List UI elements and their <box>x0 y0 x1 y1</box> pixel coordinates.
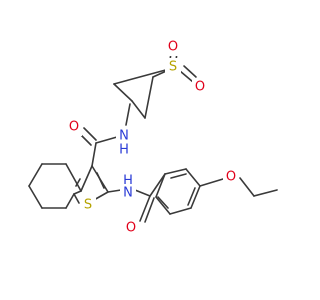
bond <box>91 142 97 167</box>
bond <box>65 193 75 209</box>
sulfone-sulfur-label: S <box>169 60 177 75</box>
ether-oxygen-label: O <box>226 170 236 185</box>
bond <box>139 195 151 222</box>
bond <box>83 127 97 141</box>
bond <box>65 163 82 192</box>
bond <box>73 193 80 204</box>
bond <box>155 173 166 198</box>
bond <box>144 76 154 119</box>
bond <box>96 172 105 189</box>
bond <box>155 196 171 215</box>
bond <box>149 173 166 197</box>
bond <box>199 178 224 187</box>
amine-nitrogen-label: N <box>123 186 133 201</box>
bond <box>239 177 255 197</box>
bond <box>179 70 194 83</box>
bond <box>73 190 82 195</box>
bond <box>113 67 174 85</box>
atom-label-group: S O O O N H H N S O O <box>66 38 239 237</box>
benzamide-oxygen-label: O <box>126 221 136 236</box>
bond <box>187 187 196 206</box>
bond <box>170 173 187 179</box>
bond <box>144 197 155 223</box>
thiophene-sulfur-label: S <box>84 198 92 213</box>
bond <box>134 189 151 197</box>
bond <box>28 163 43 187</box>
bond <box>80 165 93 192</box>
sulfone-oxygen-right-label: O <box>195 80 205 95</box>
bond <box>169 207 192 215</box>
bond <box>107 189 122 193</box>
bond <box>190 185 201 209</box>
molecule-structure-diagram: S O O O N H H N S O O <box>28 38 278 237</box>
bond <box>185 168 201 187</box>
bond <box>183 65 197 78</box>
bond <box>164 168 187 175</box>
bond-group <box>28 51 278 223</box>
bond <box>157 196 169 209</box>
amide-nitrogen-label: N <box>119 129 129 144</box>
amide-oxygen-label: O <box>69 120 79 135</box>
sulfone-oxygen-top-label: O <box>168 40 178 55</box>
bond <box>131 100 146 119</box>
amide-nitrogen-hydrogen-label: H <box>119 143 129 158</box>
bond <box>28 185 43 209</box>
bond <box>125 103 131 126</box>
amine-hydrogen-label: H <box>123 174 133 189</box>
bond <box>253 189 278 197</box>
bond <box>113 83 133 102</box>
bond <box>95 136 118 144</box>
